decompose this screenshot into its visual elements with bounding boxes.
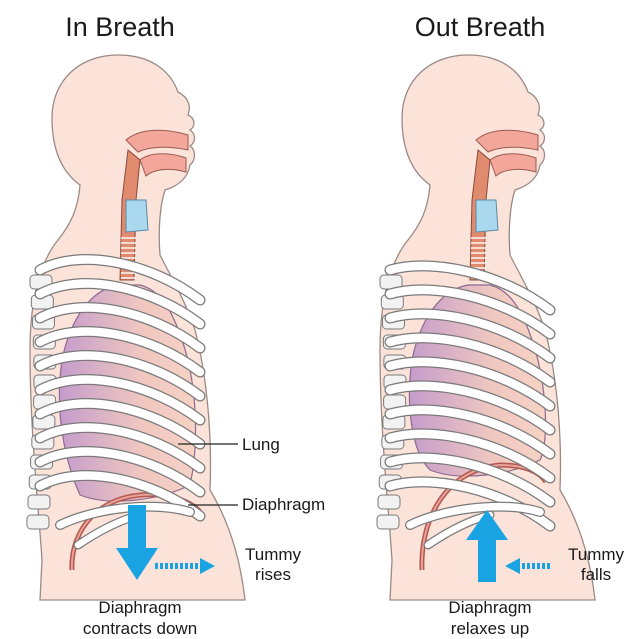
in-breath-caption: Diaphragm contracts down: [45, 597, 235, 639]
tummy-arrow-dash: [532, 563, 535, 569]
tummy-arrow-dash: [547, 563, 550, 569]
tummy-arrow-dash: [160, 563, 163, 569]
tummy-arrow-dash: [175, 563, 178, 569]
out-breath-tummy-label: Tummy falls: [561, 545, 631, 585]
vertebra: [377, 515, 399, 529]
larynx: [126, 200, 148, 232]
caption-line2: contracts down: [45, 618, 235, 639]
tummy-arrow-dash: [185, 563, 188, 569]
tummy-arrow-dash: [155, 563, 158, 569]
in-breath-tummy-label: Tummy rises: [238, 545, 308, 585]
out-breath-title: Out Breath: [395, 12, 565, 43]
tummy-arrow-dash: [170, 563, 173, 569]
tummy-arrow-dash: [180, 563, 183, 569]
caption-line2: relaxes up: [395, 618, 585, 639]
vertebra: [28, 495, 50, 509]
tummy-arrow-dash: [190, 563, 193, 569]
in-breath-figure: [27, 55, 245, 600]
caption-line1: Diaphragm: [395, 597, 585, 618]
lung-label: Lung: [242, 435, 280, 455]
tummy-label-line1: Tummy: [238, 545, 308, 565]
tummy-arrow-dash: [522, 563, 525, 569]
caption-line1: Diaphragm: [45, 597, 235, 618]
out-breath-caption: Diaphragm relaxes up: [395, 597, 585, 639]
tummy-label-line2: falls: [561, 565, 631, 585]
tummy-arrow-dash: [542, 563, 545, 569]
tummy-label-line1: Tummy: [561, 545, 631, 565]
tummy-label-line2: rises: [238, 565, 308, 585]
diaphragm-label: Diaphragm: [242, 495, 325, 515]
tummy-arrow-dash: [195, 563, 198, 569]
tummy-arrow-dash: [537, 563, 540, 569]
out-breath-figure: [377, 55, 595, 600]
in-breath-title: In Breath: [40, 12, 200, 43]
tummy-arrow-dash: [527, 563, 530, 569]
tummy-arrow-dash: [165, 563, 168, 569]
larynx: [476, 200, 498, 232]
vertebra: [27, 515, 49, 529]
vertebra: [378, 495, 400, 509]
